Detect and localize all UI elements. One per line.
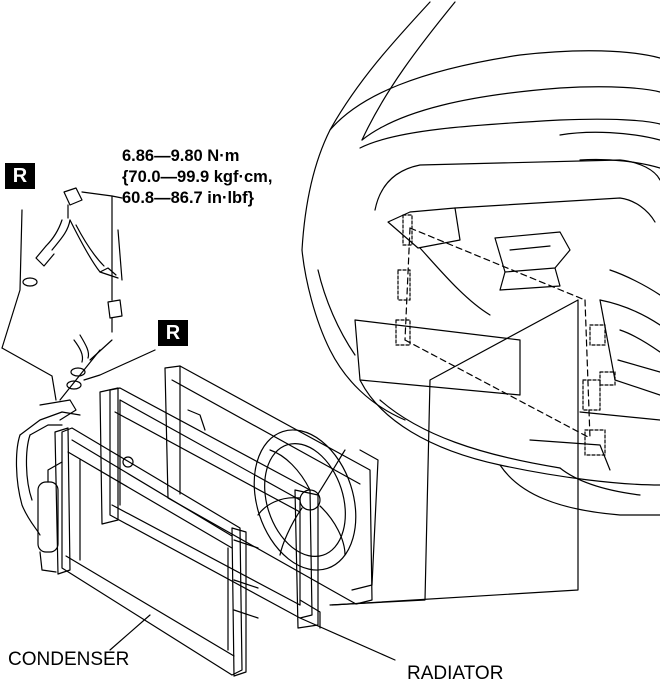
torque-spec-nm: 6.86—9.80 N·m <box>122 147 240 165</box>
replace-badge-left: R <box>5 163 35 189</box>
ac-line-fittings <box>1 187 156 401</box>
torque-spec-kgfcm: {70.0—99.9 kgf·cm, <box>122 168 273 186</box>
replace-badge-right: R <box>158 320 188 346</box>
vehicle-front-body <box>301 1 660 516</box>
leader-lines <box>329 299 579 606</box>
condenser-assembly <box>15 399 259 677</box>
torque-spec: 6.86—9.80 N·m {70.0—99.9 kgf·cm, 60.8—86… <box>122 146 272 209</box>
condenser-leader-line <box>109 614 151 651</box>
mounting-brackets <box>395 214 616 456</box>
radiator-assembly <box>99 365 379 629</box>
radiator-label: RADIATOR <box>407 663 504 684</box>
mounting-guide-lines <box>404 227 591 439</box>
torque-spec-inlbf: 60.8—86.7 in·lbf} <box>122 189 255 207</box>
condenser-label: CONDENSER <box>8 649 130 670</box>
radiator-leader-line <box>299 617 396 661</box>
